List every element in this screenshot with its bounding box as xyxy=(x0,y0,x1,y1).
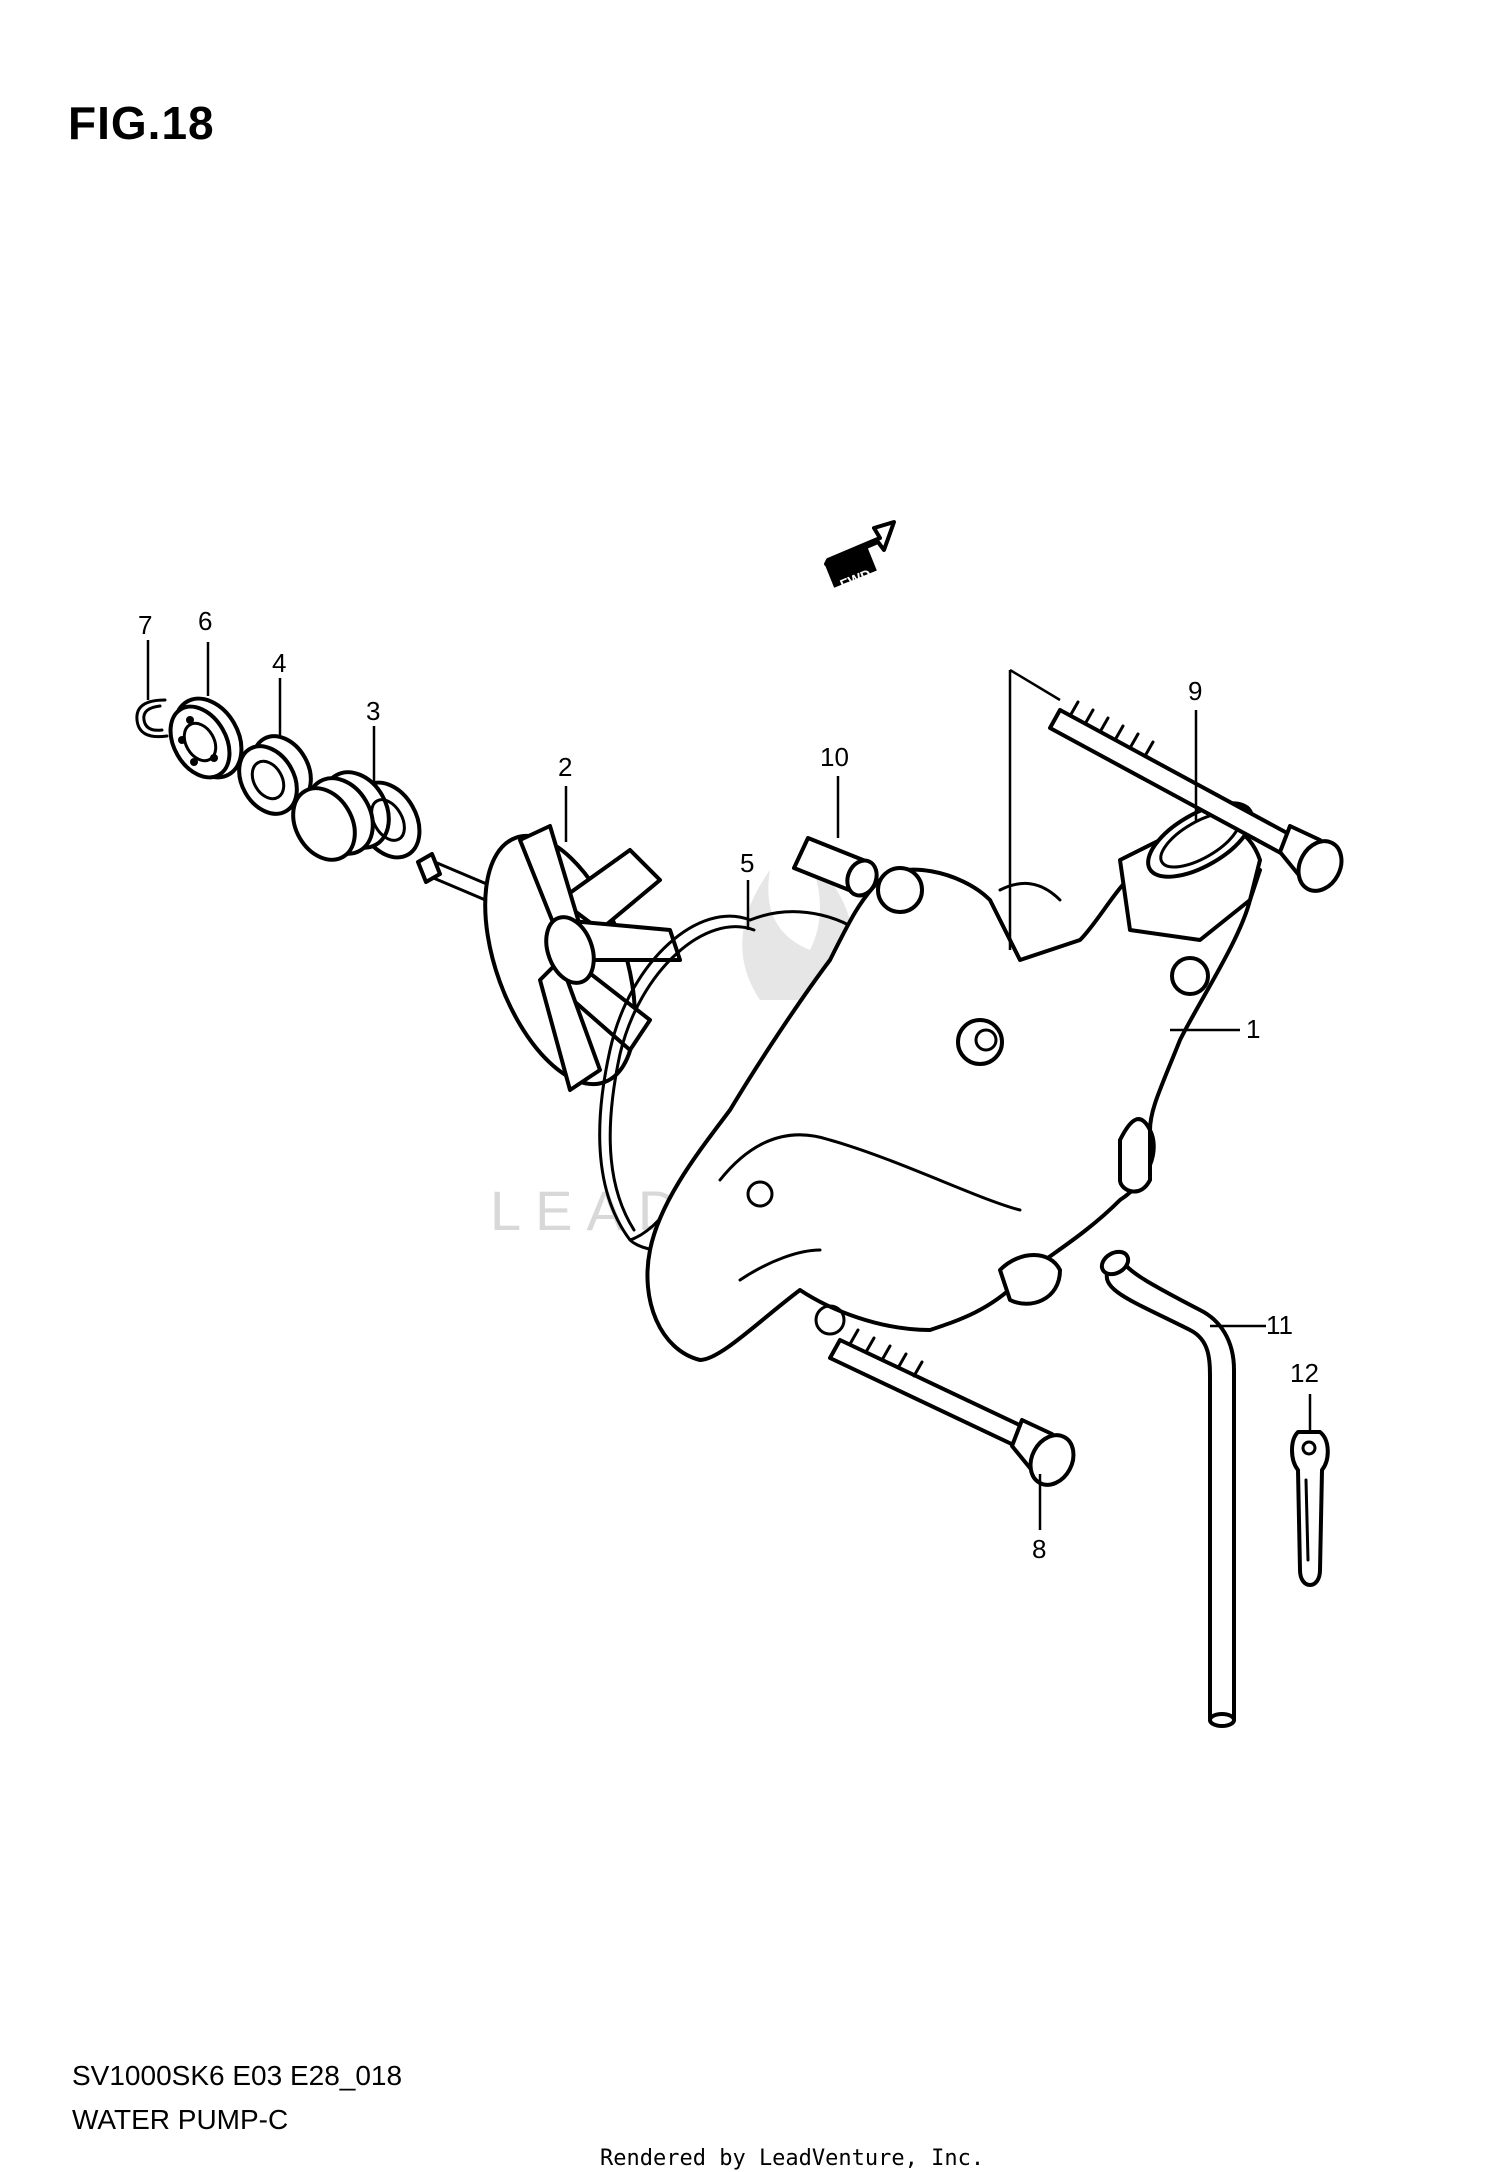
part-6-bearing xyxy=(168,696,244,780)
part-10-dowel-pin xyxy=(792,836,879,898)
callout-2: 2 xyxy=(558,752,572,782)
callout-11: 11 xyxy=(1266,1310,1293,1340)
part-3-mechanical-seal xyxy=(291,770,422,862)
part-7-circlip xyxy=(135,698,169,739)
part-4-collar xyxy=(237,734,313,816)
callout-3: 3 xyxy=(366,696,380,726)
callout-10: 10 xyxy=(820,742,849,772)
callout-4: 4 xyxy=(272,648,286,678)
diagram-code: SV1000SK6 E03 E28_018 xyxy=(72,2060,403,2091)
diagram-name: WATER PUMP-C xyxy=(72,2104,289,2135)
figure-title: FIG.18 xyxy=(68,97,215,149)
leader-lines xyxy=(146,640,1312,1530)
callout-7: 7 xyxy=(138,610,152,640)
part-8-bolt xyxy=(828,1328,1076,1487)
callout-9: 9 xyxy=(1188,676,1202,706)
rendered-by-footer: Rendered by LeadVenture, Inc. xyxy=(600,2146,985,2171)
part-2-impeller xyxy=(416,824,682,1092)
part-12-clamp xyxy=(1290,1430,1330,1587)
part-9-long-bolt xyxy=(1048,700,1344,893)
callout-12: 12 xyxy=(1290,1358,1319,1388)
part-11-hose xyxy=(1099,1249,1236,1728)
fwd-arrow-icon: FWD xyxy=(824,520,896,593)
callout-1: 1 xyxy=(1246,1014,1260,1044)
callout-8: 8 xyxy=(1032,1534,1046,1564)
callout-6: 6 xyxy=(198,606,212,636)
callout-5: 5 xyxy=(740,848,754,878)
